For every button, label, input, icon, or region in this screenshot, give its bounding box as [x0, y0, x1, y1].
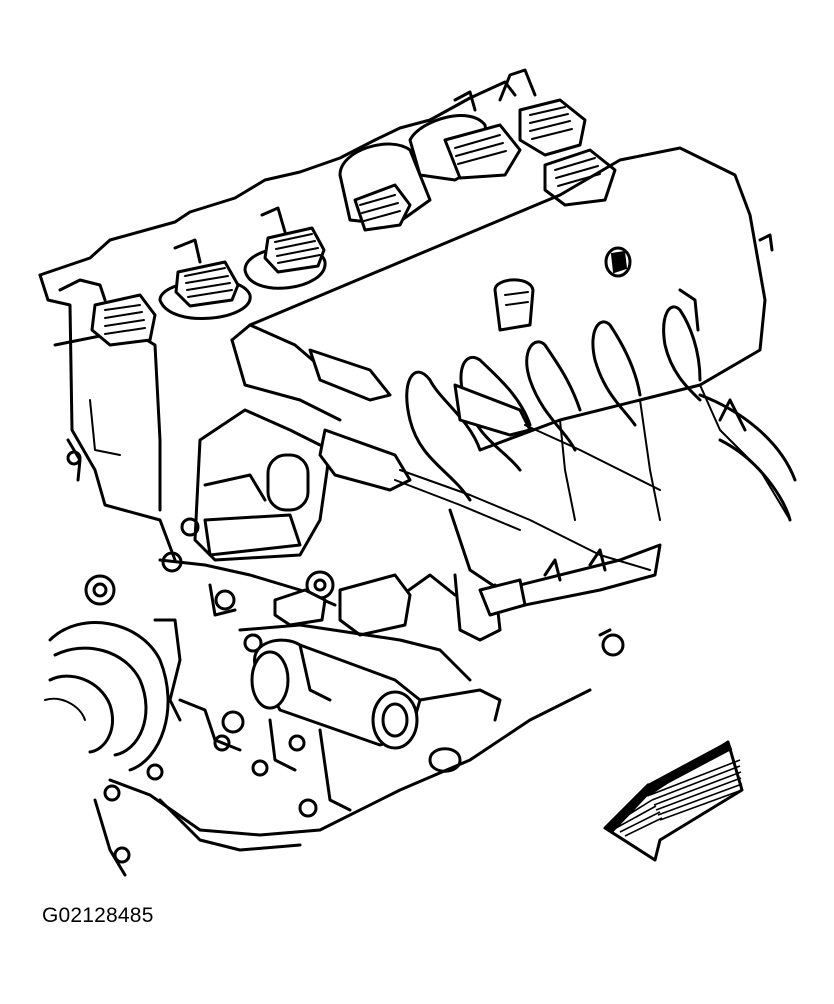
direction-arrow-icon	[603, 740, 744, 862]
cylindrical-component	[250, 638, 502, 773]
throttle-linkage	[318, 383, 662, 642]
ignition-coil-2	[158, 238, 252, 320]
engine-block	[84, 558, 625, 722]
throttle-body-sensors	[338, 68, 617, 232]
intake-runners	[405, 305, 791, 521]
oil-pan-lower	[93, 688, 592, 877]
crankshaft-pulley	[44, 621, 170, 772]
manifold-right-edge	[698, 393, 797, 522]
mounting-bracket	[161, 408, 332, 573]
figure-id-label: G02128485	[42, 904, 154, 927]
ignition-coil-3	[243, 206, 327, 290]
ignition-coil-1	[90, 293, 157, 347]
